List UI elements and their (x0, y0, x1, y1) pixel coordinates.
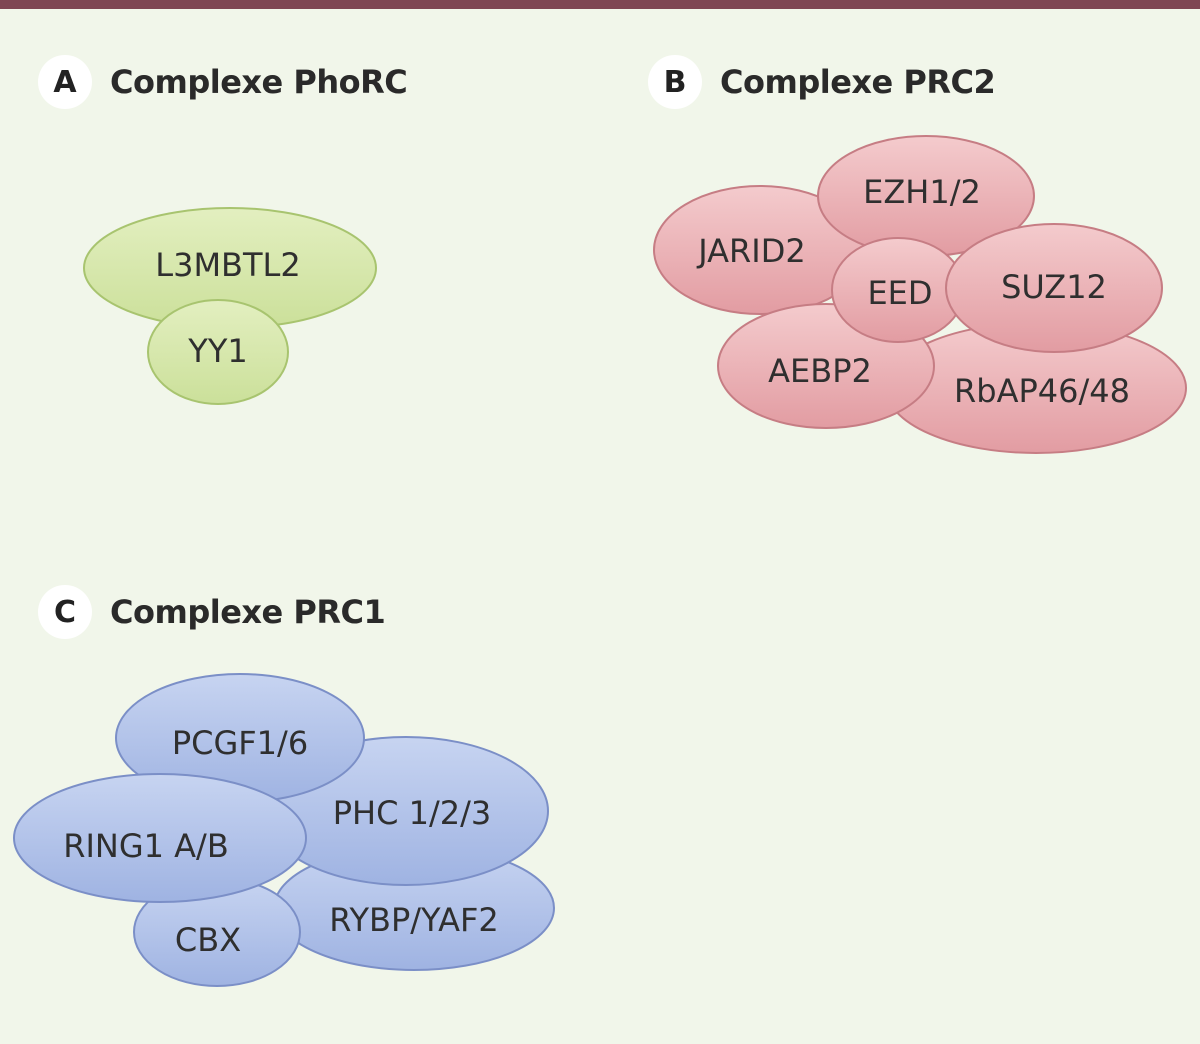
top-border-bar (0, 0, 1200, 9)
jarid2-label: JARID2 (696, 232, 805, 270)
prc1-complex: PCGF1/6 PHC 1/2/3 RING1 A/B RYBP/YAF2 CB… (13, 673, 555, 987)
panel-b-title: Complexe PRC2 (720, 63, 996, 101)
yy1-ellipse (147, 299, 289, 405)
cbx-label: CBX (175, 921, 241, 959)
panel-c-badge: C (38, 585, 92, 639)
panel-a-badge: A (38, 55, 92, 109)
yy1-label: YY1 (187, 332, 247, 370)
ring1ab-label: RING1 A/B (63, 827, 229, 865)
panel-a-heading: A Complexe PhoRC (38, 54, 408, 110)
l3mbtl2-label: L3MBTL2 (155, 246, 300, 284)
phorc-complex: L3MBTL2 YY1 (83, 207, 377, 405)
ezh12-label: EZH1/2 (863, 173, 981, 211)
eed-label: EED (867, 274, 932, 312)
suz12-label: SUZ12 (1001, 268, 1107, 306)
rybpyaf2-label: RYBP/YAF2 (329, 901, 498, 939)
aebp2-label: AEBP2 (768, 352, 872, 390)
rbap4648-label: RbAP46/48 (954, 372, 1130, 410)
panel-a-title: Complexe PhoRC (110, 63, 408, 101)
panel-b-heading: B Complexe PRC2 (648, 54, 996, 110)
panel-c-title: Complexe PRC1 (110, 593, 386, 631)
suz12-ellipse (945, 223, 1163, 353)
panel-c-heading: C Complexe PRC1 (38, 584, 386, 640)
prc2-complex: JARID2 EZH1/2 EED SUZ12 AEBP2 RbAP46/48 (653, 135, 1187, 454)
panel-b-badge: B (648, 55, 702, 109)
pcgf16-label: PCGF1/6 (172, 724, 308, 762)
phc123-label: PHC 1/2/3 (333, 794, 492, 832)
ring1ab-ellipse (13, 773, 307, 903)
